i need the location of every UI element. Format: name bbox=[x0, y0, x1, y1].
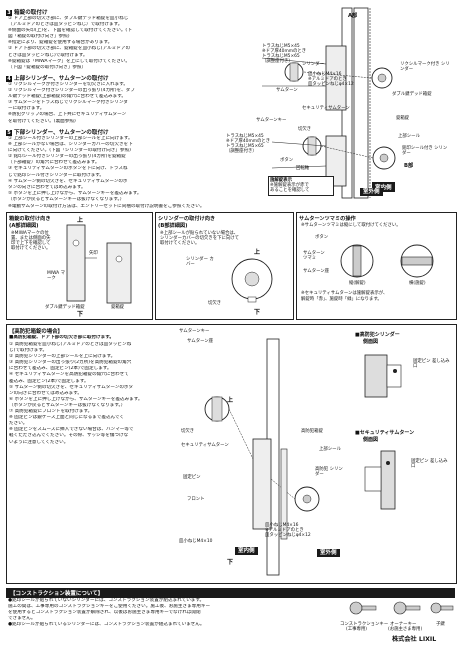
notch-label: 切欠き bbox=[208, 301, 222, 306]
double-lock-label: ダブル鍵デッド箱錠 bbox=[45, 305, 85, 310]
construction-key-icon bbox=[349, 601, 377, 615]
label-truss2d: （調整座付き） bbox=[226, 149, 257, 154]
label-a-part: A部 bbox=[348, 13, 358, 19]
miwa-label: MIWA マーク bbox=[47, 271, 65, 282]
label-truss2: トラスねじM5×45 bbox=[226, 134, 264, 139]
label-truss1b: ※ドア厚40mmのとき bbox=[262, 49, 307, 54]
label-thumbturn: サムターン bbox=[276, 88, 298, 93]
company-name: 株式会社 LIXIL bbox=[392, 636, 437, 643]
box-cylinder-orientation: シリンダーの取付け向き (B部詳細図) ※上部シールが貼られていない場合は、 シ… bbox=[155, 212, 294, 320]
label-case-lock: 錠箱錠 bbox=[396, 116, 410, 121]
label-truss2b: ※ドア厚40mmのとき bbox=[226, 139, 271, 144]
label-b-part: B部 bbox=[404, 163, 414, 169]
label-upper-seal: 上部シール bbox=[398, 134, 420, 139]
label-seal-cyl: 銘印シール付き シリンダー bbox=[402, 146, 448, 157]
high-security-drawing bbox=[204, 338, 320, 576]
keys-drawing bbox=[349, 601, 454, 615]
lock-indicator-note: 施解錠表示 ※施解錠表示が赤で あることを確認して bbox=[268, 176, 334, 196]
install-steps: ① ドア上部の切欠き部に、ダブル鍵デッド箱錠を皿小ねじ （アルミドアのときは皿タ… bbox=[8, 16, 132, 70]
down-arrow-label: 下 bbox=[77, 311, 84, 318]
thumbturn-drawing bbox=[340, 244, 434, 278]
high-security-section: 【高防犯箱錠の場合】 ■高防犯箱錠、ドア下部の切欠き部に取付けます。 ① 高防犯… bbox=[6, 324, 457, 584]
lower-steps: ① 上部シール付きシリンダーの上部シールを上に向けます。 ※ 上部シールがない場… bbox=[8, 136, 142, 202]
owner-key-icon bbox=[393, 601, 421, 615]
box-thumb-title: サムターンツマミの操作 bbox=[299, 216, 356, 222]
box-case-title: 箱錠の取付け向き bbox=[9, 216, 51, 222]
label-cs1c: 皿タッピンねじφ4×12 bbox=[308, 82, 354, 87]
indoor-label: 室内側 bbox=[372, 182, 395, 192]
label-cylinder: シリンダー bbox=[302, 62, 324, 67]
label-cs1: 皿小ねじM4×16 bbox=[308, 72, 342, 77]
label-lixil-cyl: リクシルマーク付き シリンダー bbox=[400, 62, 450, 73]
thumbturn-side-drawing bbox=[364, 450, 396, 510]
label-button: ボタン bbox=[280, 158, 294, 163]
child-key-icon bbox=[430, 602, 454, 614]
label-thumbkey: サムターンキー bbox=[256, 118, 287, 123]
indoor-label-2: 室内側 bbox=[235, 537, 258, 556]
electric-thumb-note: ※電動サムターンの取付け方法は、エントリーセットに同梱の取付け説明書をご参照くだ… bbox=[8, 204, 205, 209]
door-assembly-drawing bbox=[261, 7, 396, 199]
high-sec-title: 【高防犯箱錠の場合】 bbox=[9, 329, 63, 335]
box-thumbturn-operation: サムターンツマミの操作 ※サムターンツマミは縦にして取付けてください。 ボタン … bbox=[296, 212, 457, 320]
label-truss2c: トラスねじM5×65 bbox=[226, 144, 264, 149]
side-view-1-title: ■高防犯シリンダー bbox=[355, 332, 400, 338]
label-truss1: トラスねじM5×45 bbox=[262, 44, 300, 49]
case-lock-label: 錠箱錠 bbox=[111, 305, 125, 310]
box-cyl-title: シリンダーの取付け向き bbox=[158, 216, 216, 222]
label-rotator: 回転軸 bbox=[296, 166, 310, 171]
construction-text: ●銘印シールが貼られていないシリンダーには、コンストラクション装置が組込まれてい… bbox=[8, 598, 211, 628]
case-lock-drawing bbox=[66, 224, 132, 304]
up-arrow-label: 上 bbox=[77, 217, 84, 224]
construction-header: 【コンストラクション装置について】 bbox=[6, 588, 455, 598]
box-cyl-subtitle: (B部詳細図) bbox=[158, 223, 188, 229]
upper-steps: ① リクシルマークが付きシリンダーを切欠きに入れます。 ② リクシルマーク付きシ… bbox=[8, 82, 135, 124]
label-notch: 切欠き bbox=[298, 127, 312, 132]
label-secthumb: セキュリティサムターン bbox=[302, 106, 350, 111]
box-case-orientation: 箱錠の取付け向き (A部詳細図) ※MIWAマークの位 置、または側面の矢 印で… bbox=[6, 212, 153, 320]
outdoor-label-top: 室外側 bbox=[360, 188, 383, 196]
outdoor-label-2: 室外側 bbox=[317, 539, 340, 558]
arrow-label: 矢印 bbox=[89, 251, 98, 256]
cylinder-cover-drawing bbox=[231, 258, 273, 303]
label-truss1d: （調整座付き） bbox=[262, 59, 293, 64]
label-cs1b: ※アルミドアのとき bbox=[308, 77, 347, 82]
cylinder-side-drawing bbox=[364, 354, 402, 398]
upper-lower-diagram: トラスねじM5×45 ※ドア厚40mmのとき トラスねじM5×65 （調整座付き… bbox=[222, 6, 456, 202]
label-double-lock: ダブル鍵デッド箱錠 bbox=[392, 92, 432, 97]
box-case-subtitle: (A部詳細図) bbox=[9, 223, 39, 229]
high-sec-steps: ① 高防犯箱錠を皿小ねじ(アルミドアのときは皿タッピンね じ)で取付けます。 ②… bbox=[9, 342, 143, 445]
label-truss1c: トラスねじM5×65 bbox=[262, 54, 300, 59]
cylinder-cover-label: シリンダー カバー bbox=[186, 257, 214, 268]
side-view-2-title: ■セキュリティサムターン bbox=[355, 430, 415, 436]
